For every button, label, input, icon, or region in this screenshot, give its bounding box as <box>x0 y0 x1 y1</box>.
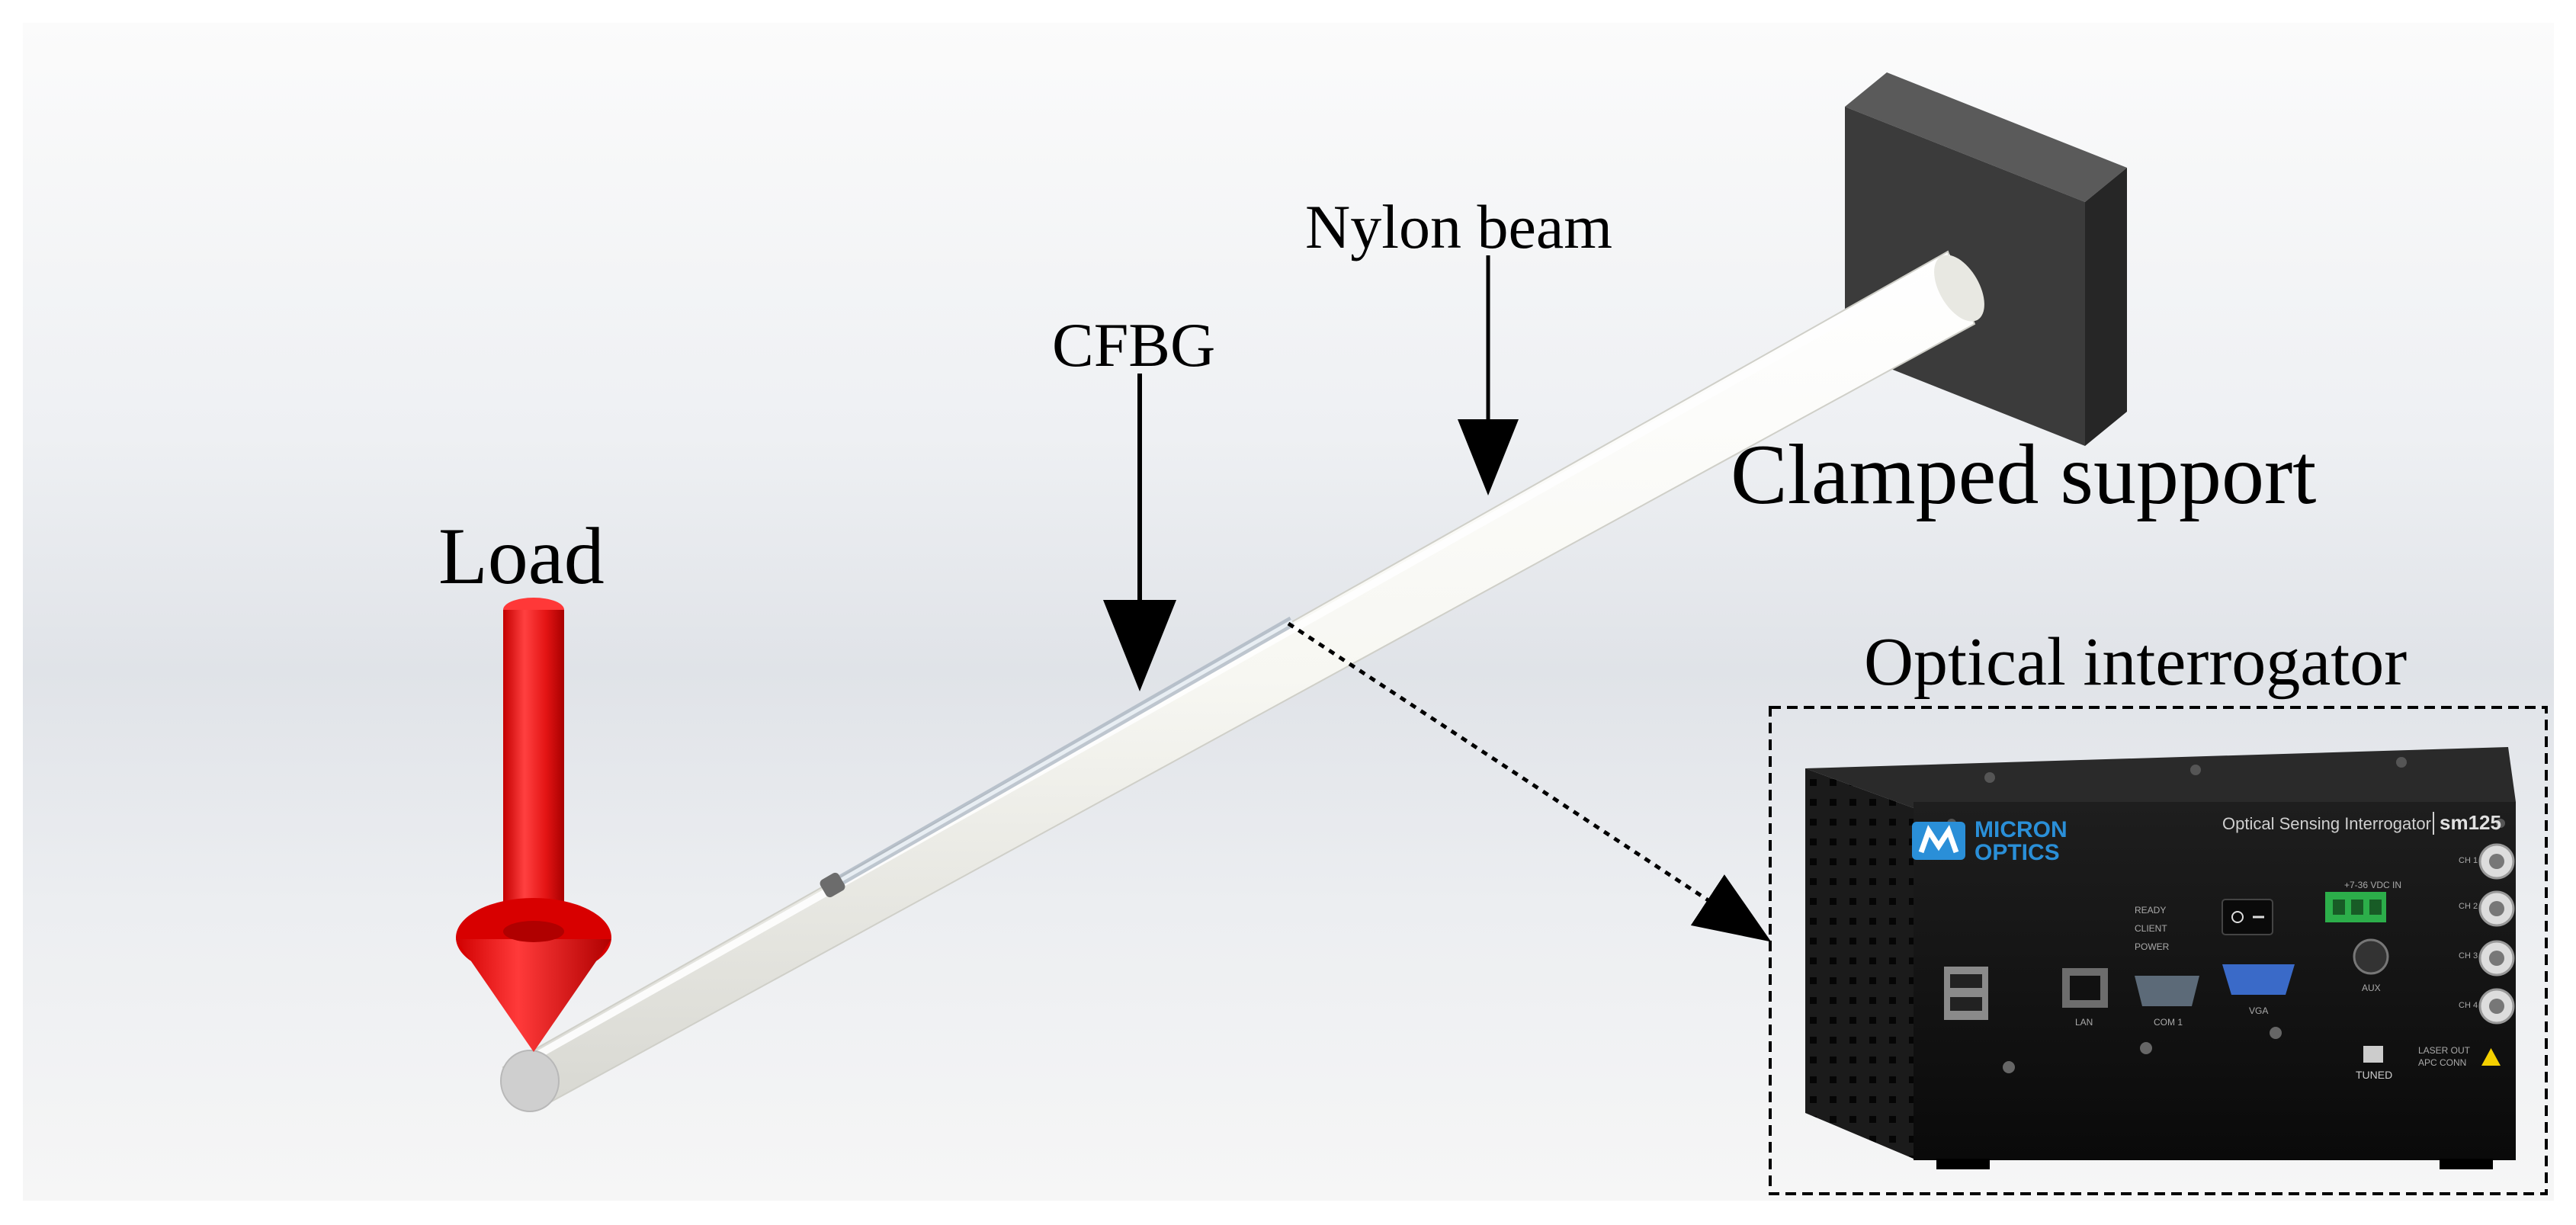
beam-end-face <box>500 1050 560 1112</box>
label-cfbg: CFBG <box>1052 310 1215 380</box>
laser-label-2: APC CONN <box>2418 1057 2466 1068</box>
laser-label-1: LASER OUT <box>2418 1045 2471 1056</box>
usb-ports <box>1944 967 1988 1020</box>
svg-text:CH 4: CH 4 <box>2459 1001 2478 1010</box>
laser-warning-icon <box>2481 1048 2501 1066</box>
power-switch <box>2222 899 2273 935</box>
svg-text:CH 2: CH 2 <box>2459 902 2478 911</box>
status-client: CLIENT <box>2135 923 2167 934</box>
interrogator-frame <box>1769 706 2548 1195</box>
signal-dotted-arrow <box>1287 621 1772 942</box>
svg-text:CH 1: CH 1 <box>2459 856 2478 865</box>
vga-port: VGA <box>2222 964 2295 1016</box>
optical-channels: CH 1 CH 2 CH 3 CH 4 <box>2459 843 2515 1025</box>
svg-text:CH 3: CH 3 <box>2459 951 2478 960</box>
load-arrow <box>456 598 611 1052</box>
model-text: Optical Sensing Interrogator <box>2222 814 2431 833</box>
label-optical-interrogator: Optical interrogator <box>1864 624 2407 700</box>
lan-port: LAN <box>2062 968 2108 1028</box>
tuned-logo: TUNED <box>2356 1046 2392 1081</box>
label-clamped-support: Clamped support <box>1731 428 2316 522</box>
label-nylon-beam: Nylon beam <box>1305 192 1612 261</box>
svg-text:VGA: VGA <box>2249 1005 2268 1016</box>
status-ready: READY <box>2135 905 2166 916</box>
com-port: COM 1 <box>2135 976 2199 1028</box>
cfbg-sensor <box>820 616 1295 898</box>
micron-optics-logo: MICRON OPTICS <box>1912 817 2068 865</box>
model-number: sm125 <box>2440 811 2501 834</box>
power-label: +7-36 VDC IN <box>2344 880 2401 890</box>
nylon-beam <box>500 250 1984 1112</box>
optical-interrogator: MICRON OPTICS Optical Sensing Interrogat… <box>1805 747 2516 1169</box>
svg-text:COM 1: COM 1 <box>2154 1017 2183 1028</box>
status-power: POWER <box>2135 941 2170 952</box>
svg-text:MICRON: MICRON <box>1975 817 2068 842</box>
svg-text:AUX: AUX <box>2362 983 2381 993</box>
svg-text:OPTICS: OPTICS <box>1975 840 2060 865</box>
svg-text:TUNED: TUNED <box>2356 1069 2392 1081</box>
aux-port: AUX <box>2353 938 2389 993</box>
svg-text:LAN: LAN <box>2075 1017 2093 1028</box>
label-load: Load <box>438 511 605 601</box>
